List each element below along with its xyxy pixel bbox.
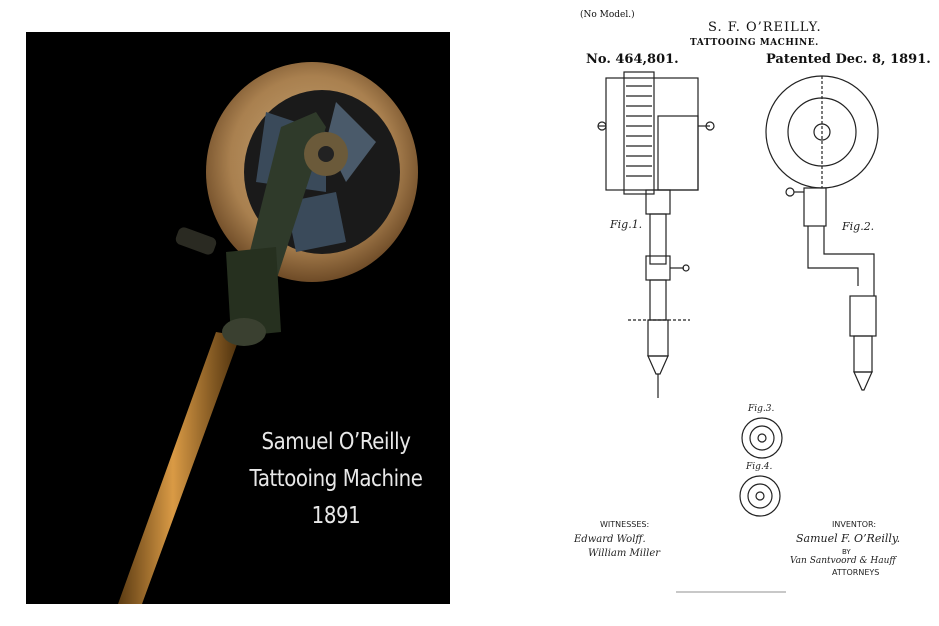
fig2-label: Fig.2. <box>842 220 875 233</box>
side-screw <box>175 227 217 255</box>
machine-photo-illustration <box>118 62 418 604</box>
handle-rod <box>118 332 240 604</box>
no-model-label: (No Model.) <box>580 10 635 20</box>
hub-center <box>318 146 334 162</box>
witness-signature-2: William Miller <box>588 548 661 559</box>
machine-body <box>226 247 281 337</box>
inventor-signature: Samuel F. O’Reilly. <box>796 532 901 545</box>
patent-number: No. 464,801. <box>586 52 679 67</box>
fig4-drawing <box>739 475 781 517</box>
inventor-label: INVENTOR: <box>832 520 877 529</box>
fig1-drawing <box>597 71 715 398</box>
fig4-label: Fig.4. <box>746 462 773 472</box>
patent-inventor-heading: S. F. O’REILLY. <box>708 20 822 35</box>
motor-vane <box>286 192 346 252</box>
attorneys-label: ATTORNEYS <box>832 568 880 577</box>
patent-title: TATTOOING MACHINE. <box>690 38 819 48</box>
patent-drawing: (No Model.) S. F. O’REILLY. TATTOOING MA… <box>528 6 934 616</box>
caption-name: Samuel O’Reilly <box>261 429 411 455</box>
caption-year: 1891 <box>311 503 361 529</box>
by-label: BY <box>842 548 851 556</box>
patent-figures <box>597 71 879 593</box>
caption-title: Tattooing Machine <box>249 466 423 492</box>
witness-signature-1: Edward Wolff. <box>574 534 646 545</box>
fig3-drawing <box>741 417 783 459</box>
fig2-drawing <box>765 75 879 391</box>
machine-photo: Samuel O’Reilly Tattooing Machine 1891 <box>26 32 450 604</box>
patent-date: Patented Dec. 8, 1891. <box>766 52 931 67</box>
fig3-label: Fig.3. <box>748 404 775 414</box>
witnesses-label: WITNESSES: <box>600 520 650 529</box>
collar <box>222 318 266 346</box>
fig1-label: Fig.1. <box>610 218 643 231</box>
attorneys-signature: Van Santvoord & Hauff <box>790 556 896 566</box>
photo-caption: Samuel O’Reilly Tattooing Machine 1891 <box>238 424 434 535</box>
